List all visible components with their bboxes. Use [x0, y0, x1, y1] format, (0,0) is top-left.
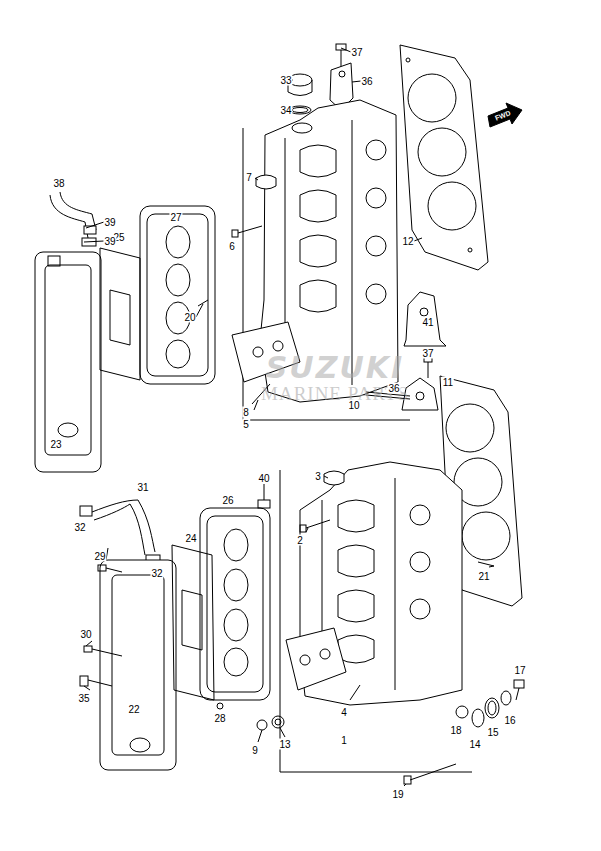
- callout-number: 15: [486, 727, 499, 738]
- callout-number: 41: [421, 317, 434, 328]
- callout-number: 14: [468, 739, 481, 750]
- callout-number: 39: [103, 236, 116, 247]
- callout-number: 8: [242, 407, 250, 418]
- callout-number: 7: [245, 172, 253, 183]
- callout-number: 13: [278, 739, 291, 750]
- callout-number: 39: [103, 217, 116, 228]
- callout-number: 29: [93, 551, 106, 562]
- callout-number: 16: [503, 715, 516, 726]
- callout-number: 3: [314, 471, 322, 482]
- callout-number: 38: [52, 178, 65, 189]
- callout-number: 11: [442, 377, 454, 388]
- callout-number: 37: [421, 348, 434, 359]
- callout-number: 10: [347, 400, 360, 411]
- callout-number: 27: [169, 212, 182, 223]
- callout-number: 40: [257, 473, 270, 484]
- callout-number: 37: [350, 47, 363, 58]
- callout-number: 9: [251, 745, 259, 756]
- watermark: SUZUKI: [266, 352, 405, 384]
- callout-number: 12: [401, 236, 414, 247]
- callout-number: 19: [391, 789, 404, 800]
- callout-number: 32: [73, 522, 86, 533]
- callout-number: 24: [184, 533, 197, 544]
- callout-number: 23: [49, 439, 62, 450]
- callout-number: 35: [77, 693, 90, 704]
- callout-number: 31: [136, 482, 149, 493]
- callout-number: 18: [449, 725, 462, 736]
- callout-number: 34: [279, 105, 292, 116]
- callout-number: 2: [296, 535, 304, 546]
- callout-number: 20: [183, 312, 196, 323]
- callout-number: 26: [221, 495, 234, 506]
- callout-number: 36: [387, 383, 400, 394]
- callout-number: 5: [242, 419, 250, 430]
- callout-number: 33: [279, 75, 292, 86]
- callout-number: 30: [79, 629, 92, 640]
- callout-number: 21: [477, 571, 490, 582]
- callout-number: 17: [513, 665, 526, 676]
- callout-number: 28: [213, 713, 226, 724]
- callout-number: 32: [150, 568, 163, 579]
- callout-number: 22: [127, 704, 140, 715]
- callout-number: 36: [360, 76, 373, 87]
- callout-number: 6: [228, 241, 236, 252]
- callout-number: 1: [340, 735, 348, 746]
- callout-number: 4: [340, 707, 348, 718]
